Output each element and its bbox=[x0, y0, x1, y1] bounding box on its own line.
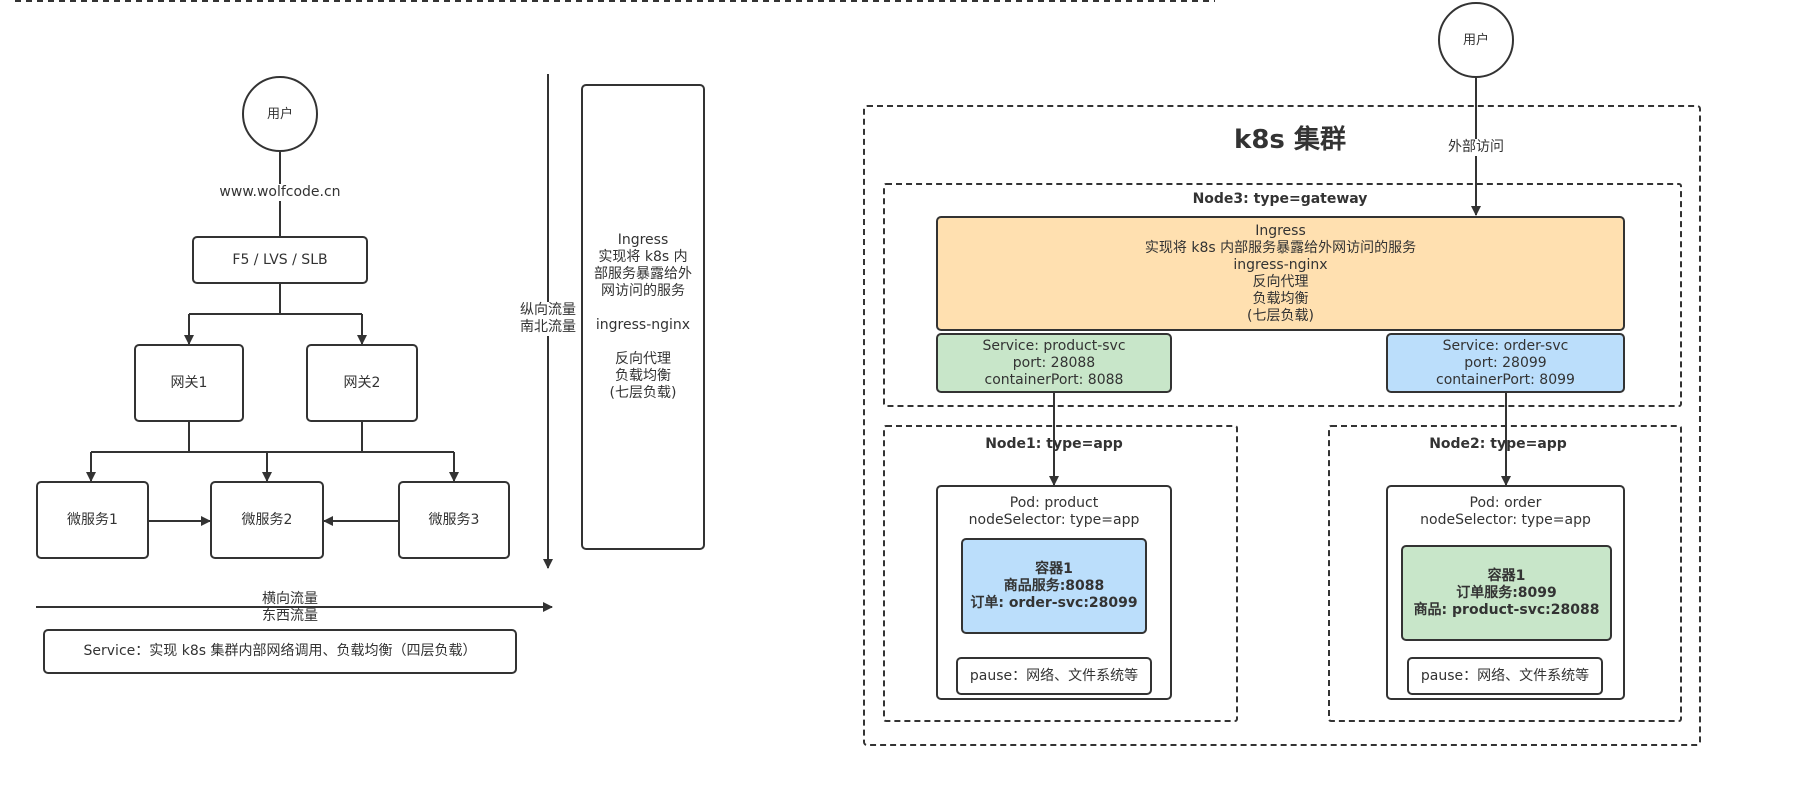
ingress-box: Ingress 实现将 k8s 内部服务暴露给外网访问的服务 ingress-n… bbox=[936, 216, 1625, 331]
node2-title: Node2: type=app bbox=[1429, 436, 1567, 452]
ingress-panel-left: Ingress 实现将 k8s 内 部服务暴露给外 网访问的服务 ingress… bbox=[581, 84, 705, 550]
pause-product-box: pause：网络、文件系统等 bbox=[956, 657, 1152, 695]
horizontal-flow-label: 横向流量 东西流量 bbox=[262, 591, 318, 624]
service-description-box: Service：实现 k8s 集群内部网络调用、负载均衡（四层负载） bbox=[43, 629, 517, 674]
k8s-cluster-boundary bbox=[863, 105, 1701, 746]
node2-app-boundary bbox=[1328, 425, 1682, 722]
container-product-box: 容器1 商品服务:8088 订单: order-svc:28099 bbox=[961, 538, 1147, 634]
microservice2-node: 微服务2 bbox=[210, 481, 324, 559]
order-svc-box: Service: order-svc port: 28099 container… bbox=[1386, 333, 1625, 393]
product-svc-box: Service: product-svc port: 28088 contain… bbox=[936, 333, 1172, 393]
node1-title: Node1: type=app bbox=[985, 436, 1123, 452]
external-access-label: 外部访问 bbox=[1436, 139, 1516, 156]
pod-product-label: Pod: product nodeSelector: type=app bbox=[968, 495, 1140, 528]
pod-order-label: Pod: order nodeSelector: type=app bbox=[1420, 495, 1591, 528]
node1-app-boundary bbox=[883, 425, 1238, 722]
node3-gateway-boundary bbox=[883, 183, 1682, 407]
vertical-flow-label: 纵向流量 南北流量 bbox=[514, 302, 582, 336]
load-balancer-node: F5 / LVS / SLB bbox=[192, 236, 368, 284]
pause-order-box: pause：网络、文件系统等 bbox=[1407, 657, 1603, 695]
microservice3-node: 微服务3 bbox=[398, 481, 510, 559]
node3-title: Node3: type=gateway bbox=[1192, 191, 1368, 207]
user-node-left: 用户 bbox=[242, 76, 318, 152]
cluster-title: k8s 集群 bbox=[1234, 125, 1346, 155]
gateway1-node: 网关1 bbox=[134, 344, 244, 422]
microservice1-node: 微服务1 bbox=[36, 481, 149, 559]
container-order-box: 容器1 订单服务:8099 商品: product-svc:28088 bbox=[1401, 545, 1612, 641]
user-node-right: 用户 bbox=[1438, 2, 1514, 78]
gateway2-node: 网关2 bbox=[306, 344, 418, 422]
domain-label: www.wolfcode.cn bbox=[210, 184, 350, 201]
